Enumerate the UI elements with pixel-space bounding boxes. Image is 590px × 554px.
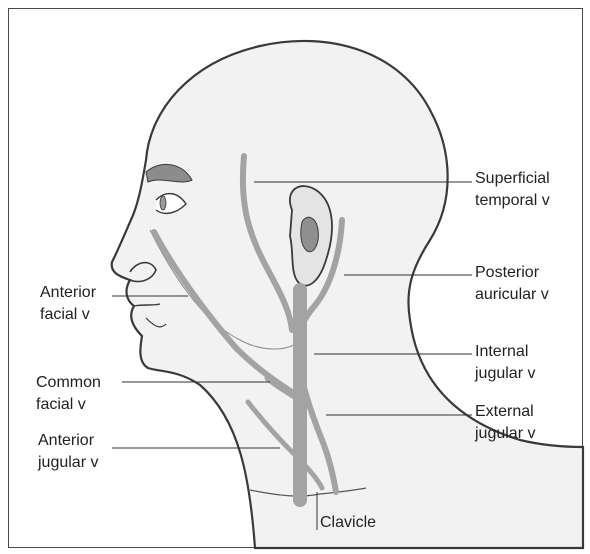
label-line: temporal v — [475, 190, 550, 212]
label-line: Anterior — [40, 282, 96, 304]
label-line: auricular v — [475, 284, 549, 306]
label-clavicle: Clavicle — [320, 512, 376, 534]
label-line: Common — [36, 372, 101, 394]
label-line: facial v — [40, 304, 96, 326]
label-line: jugular v — [38, 452, 98, 474]
label-posterior-auricular: Posterior auricular v — [475, 262, 549, 306]
label-line: Superficial — [475, 168, 550, 190]
label-internal-jugular: Internal jugular v — [475, 341, 535, 385]
label-line: Internal — [475, 341, 535, 363]
label-anterior-facial: Anterior facial v — [40, 282, 96, 326]
label-external-jugular: External jugular v — [475, 401, 535, 445]
label-line: External — [475, 401, 535, 423]
label-common-facial: Common facial v — [36, 372, 101, 416]
label-line: jugular v — [475, 423, 535, 445]
label-line: facial v — [36, 394, 101, 416]
ear-inner — [301, 217, 319, 251]
label-line: Anterior — [38, 430, 98, 452]
label-superficial-temporal: Superficial temporal v — [475, 168, 550, 212]
label-line: jugular v — [475, 363, 535, 385]
label-line: Posterior — [475, 262, 549, 284]
label-anterior-jugular: Anterior jugular v — [38, 430, 98, 474]
